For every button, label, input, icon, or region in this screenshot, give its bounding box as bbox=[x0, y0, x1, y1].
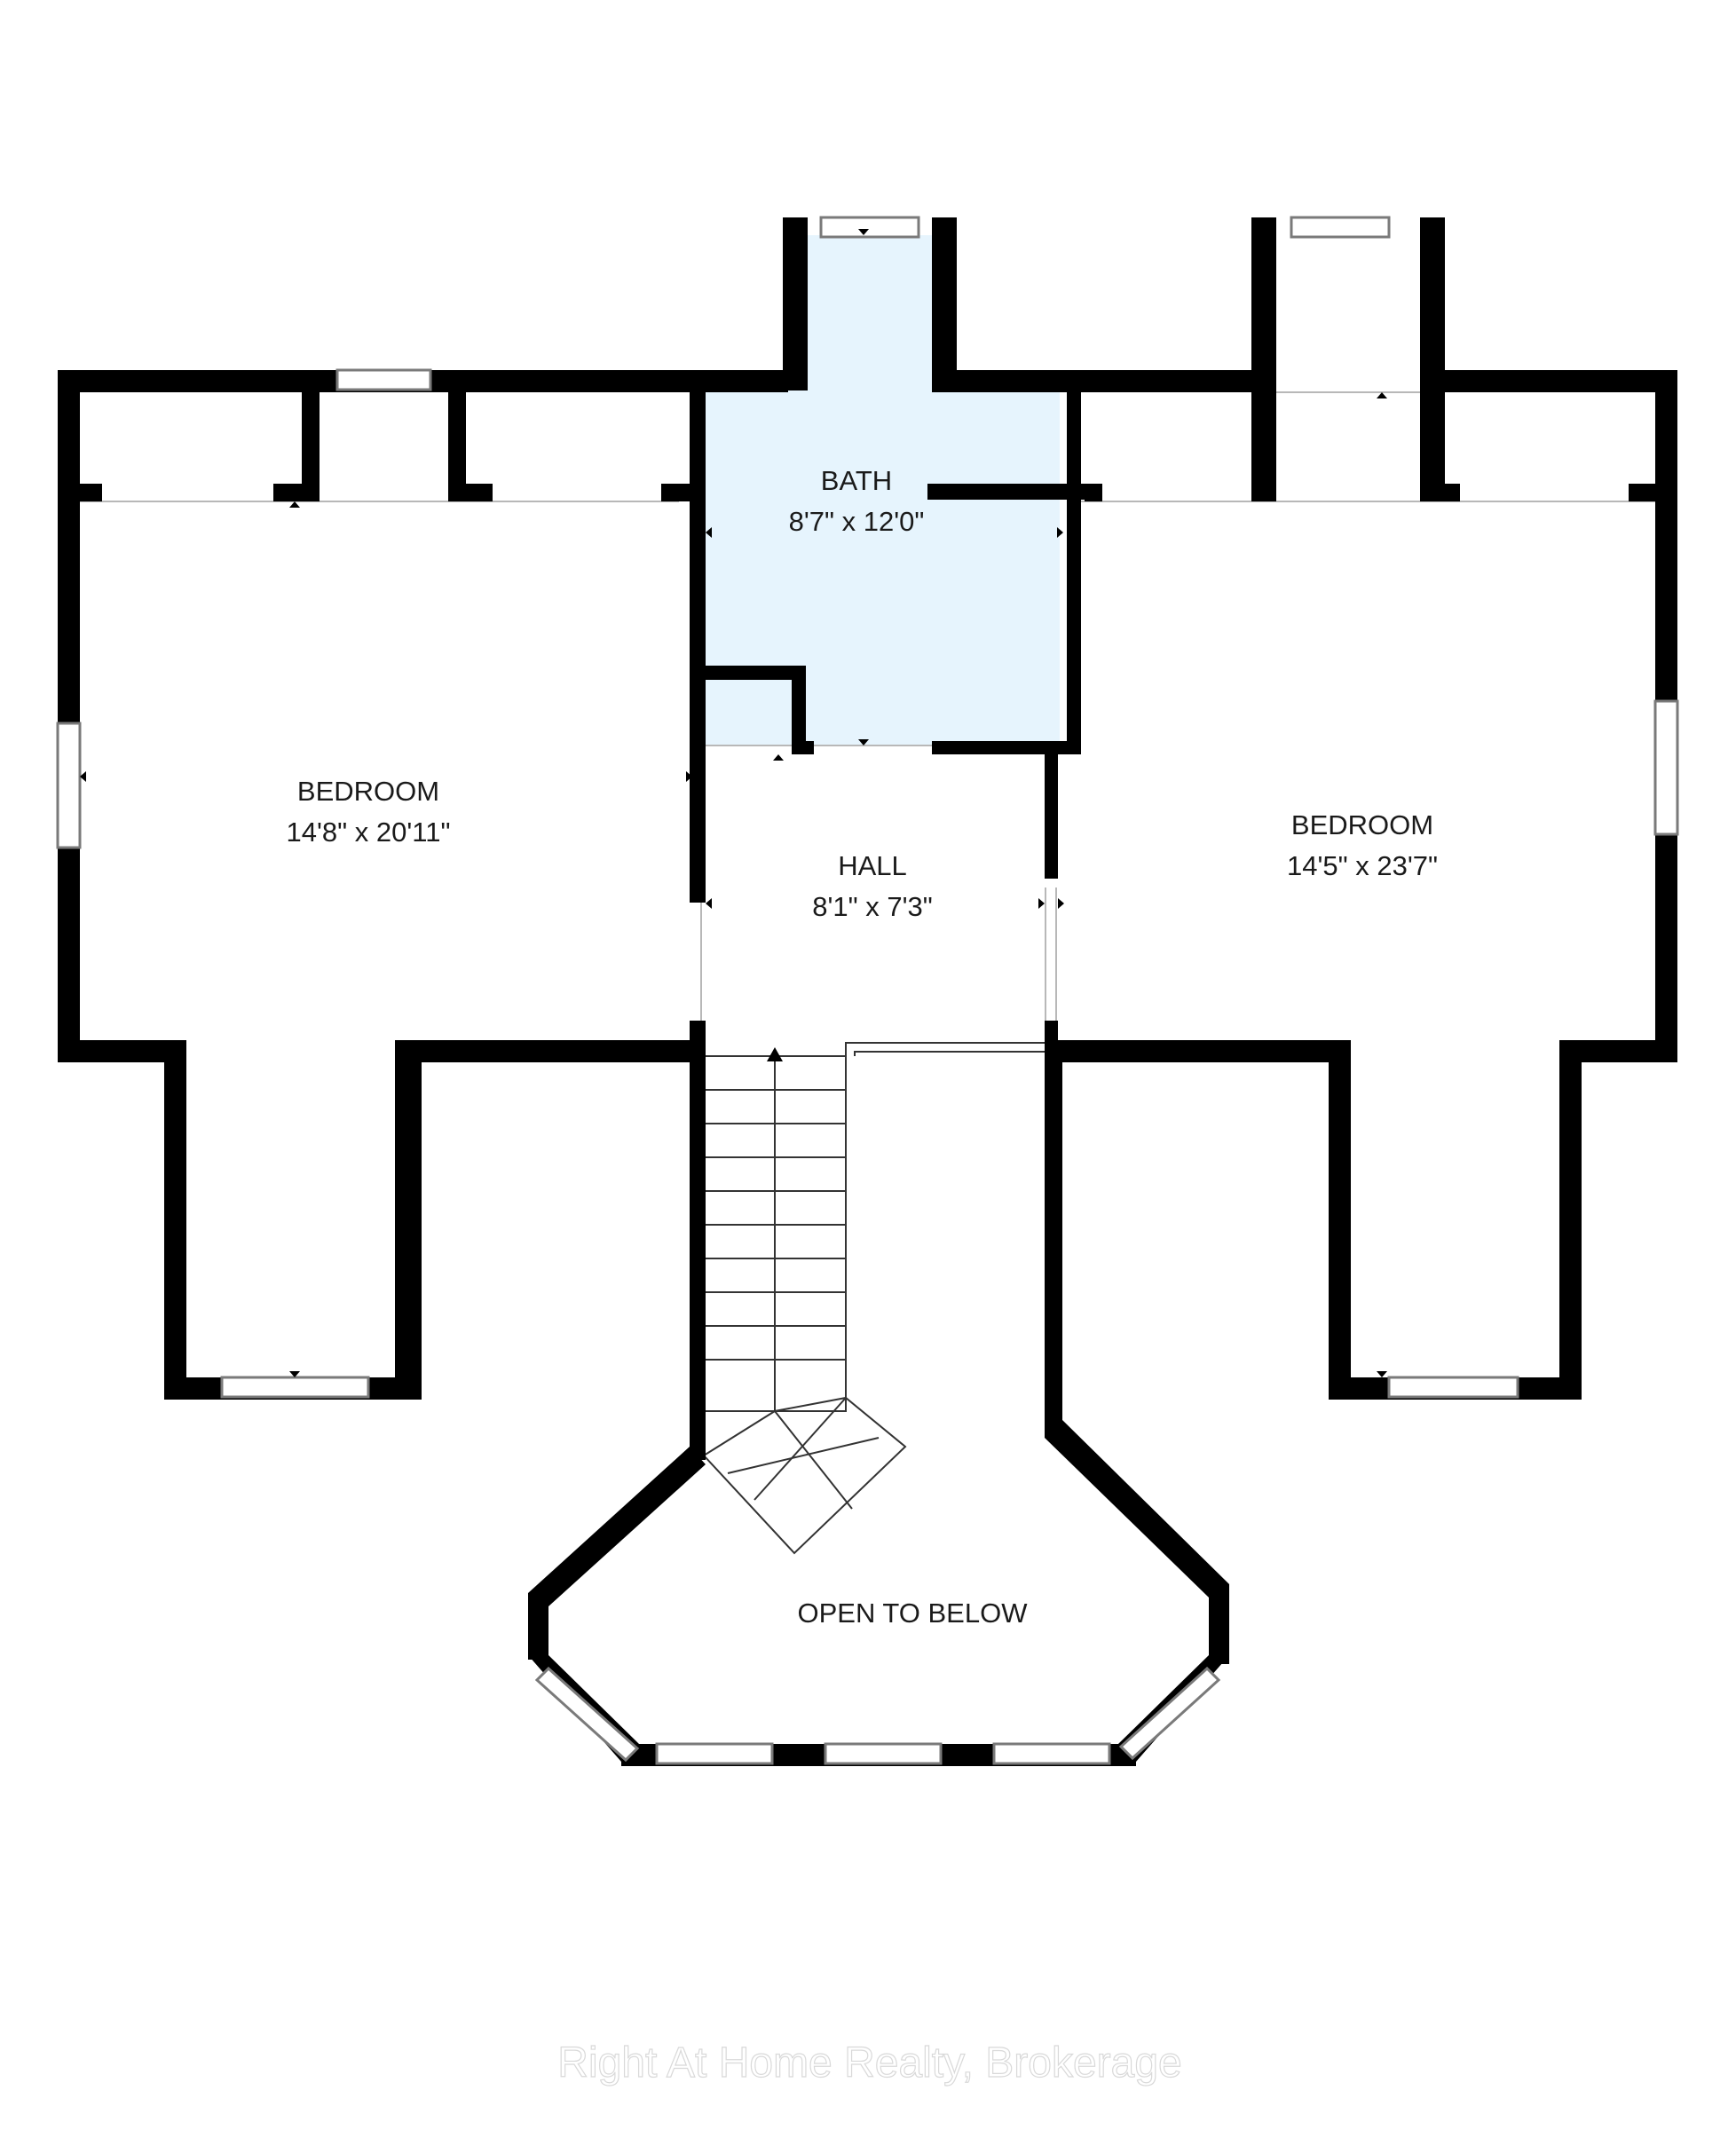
windows bbox=[56, 216, 1679, 1765]
room-name-bath: BATH bbox=[821, 465, 892, 496]
door-openings bbox=[80, 391, 1669, 1021]
room-size-bedroom-left: 14'8" x 20'11" bbox=[287, 816, 451, 848]
window-left-bottom bbox=[220, 1376, 370, 1399]
bath-fill bbox=[698, 390, 1060, 746]
room-size-bedroom-right: 14'5" x 23'7" bbox=[1287, 850, 1438, 881]
window-left-side bbox=[56, 722, 82, 849]
window-left-top bbox=[335, 368, 432, 391]
bath-alcove-fill bbox=[804, 235, 933, 395]
room-size-hall: 8'1" x 7'3" bbox=[812, 891, 933, 922]
window-right-bottom bbox=[1387, 1376, 1519, 1399]
door-markers bbox=[80, 229, 1661, 1377]
window-bath-top bbox=[819, 216, 920, 239]
room-name-hall: HALL bbox=[838, 850, 907, 881]
room-name-bedroom-left: BEDROOM bbox=[297, 776, 439, 807]
window-right-side bbox=[1653, 699, 1679, 836]
room-name-bedroom-right: BEDROOM bbox=[1291, 809, 1433, 840]
window-right-alcove-top bbox=[1290, 216, 1391, 239]
room-size-bath: 8'7" x 12'0" bbox=[789, 506, 925, 537]
window-open-right-diagonal bbox=[1118, 1666, 1221, 1761]
room-name-open-to-below: OPEN TO BELOW bbox=[798, 1598, 1029, 1629]
window-open-bottom-3 bbox=[992, 1742, 1111, 1765]
watermark: Right At Home Realty, Brokerage bbox=[557, 2039, 1181, 2087]
window-open-bottom-2 bbox=[824, 1742, 943, 1765]
window-open-left-diagonal bbox=[534, 1666, 640, 1763]
staircase bbox=[702, 1042, 1047, 1555]
window-open-bottom-1 bbox=[655, 1742, 774, 1765]
